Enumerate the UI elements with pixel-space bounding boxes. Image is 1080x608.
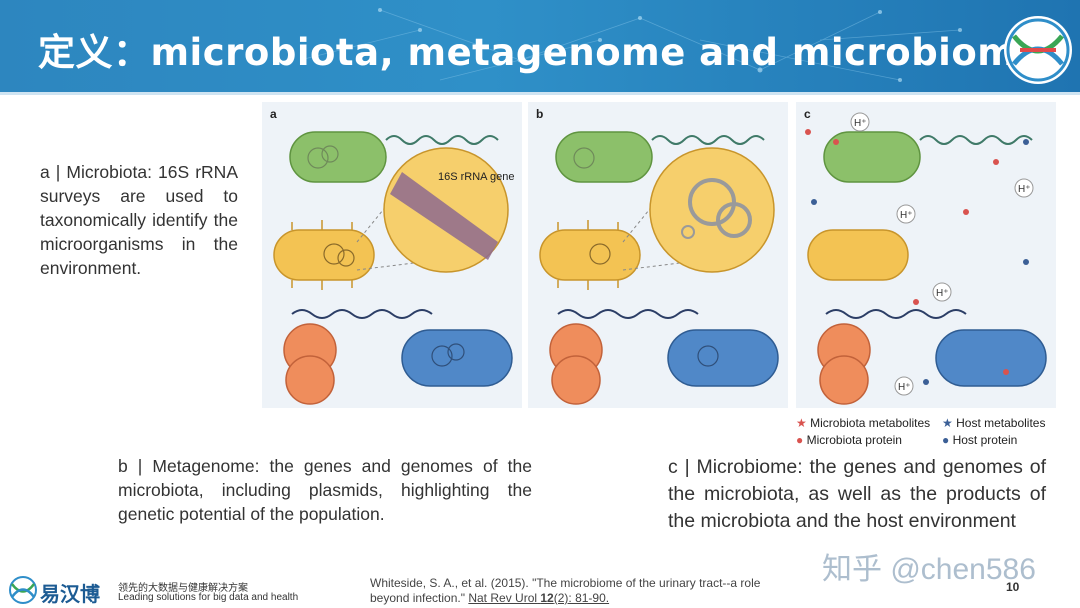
watermark: 知乎 @chen586 bbox=[822, 544, 1036, 588]
panel-label-a: a bbox=[270, 107, 277, 121]
figure-panel-c: c H⁺ H⁺ H⁺ H⁺ H⁺ bbox=[796, 102, 1056, 408]
svg-text:H⁺: H⁺ bbox=[936, 288, 949, 299]
svg-text:H⁺: H⁺ bbox=[900, 210, 913, 221]
paragraph-metagenome: b | Metagenome: the genes and genomes of… bbox=[118, 454, 532, 526]
page-title: 定义：microbiota, metagenome and microbiome bbox=[38, 22, 1042, 76]
callout-label: 16S rRNA gene bbox=[438, 171, 514, 183]
citation: Whiteside, S. A., et al. (2015). "The mi… bbox=[370, 576, 790, 606]
panel-b-illustration bbox=[528, 102, 788, 408]
paragraph-microbiome: c | Microbiome: the genes and genomes of… bbox=[668, 454, 1046, 535]
blue-bacterium bbox=[402, 330, 512, 386]
panel-c-illustration: H⁺ H⁺ H⁺ H⁺ H⁺ bbox=[796, 102, 1056, 408]
paragraph-microbiota: a | Microbiota: 16S rRNA surveys are use… bbox=[40, 160, 238, 280]
legend-host-metabolites: ★ Host metabolites bbox=[942, 416, 1045, 430]
panel-label-b: b bbox=[536, 107, 543, 121]
svg-text:H⁺: H⁺ bbox=[898, 382, 911, 393]
footer-tagline-en: Leading solutions for big data and healt… bbox=[118, 592, 298, 603]
legend-microbiota-metabolites: ★ Microbiota metabolites bbox=[796, 416, 930, 430]
figure-panel-a: a 16S rRNA gene bbox=[262, 102, 522, 408]
header-separator bbox=[0, 92, 1080, 95]
footer-logo-icon bbox=[6, 575, 40, 605]
company-logo-icon bbox=[1002, 14, 1074, 86]
panel-label-c: c bbox=[804, 107, 811, 121]
svg-text:H⁺: H⁺ bbox=[854, 118, 867, 129]
panel-a-illustration: 16S rRNA gene bbox=[262, 102, 522, 408]
figure-panel-b: b bbox=[528, 102, 788, 408]
header-bar: 定义：microbiota, metagenome and microbiome bbox=[0, 0, 1080, 92]
legend-host-protein: ● Host protein bbox=[942, 433, 1017, 447]
page-number: 10 bbox=[1006, 580, 1019, 594]
citation-link[interactable]: Nat Rev Urol 12(2): 81-90. bbox=[468, 591, 609, 605]
legend-microbiota-protein: ● Microbiota protein bbox=[796, 433, 902, 447]
svg-text:H⁺: H⁺ bbox=[1018, 184, 1031, 195]
footer-brand: 易汉博 bbox=[40, 578, 100, 607]
